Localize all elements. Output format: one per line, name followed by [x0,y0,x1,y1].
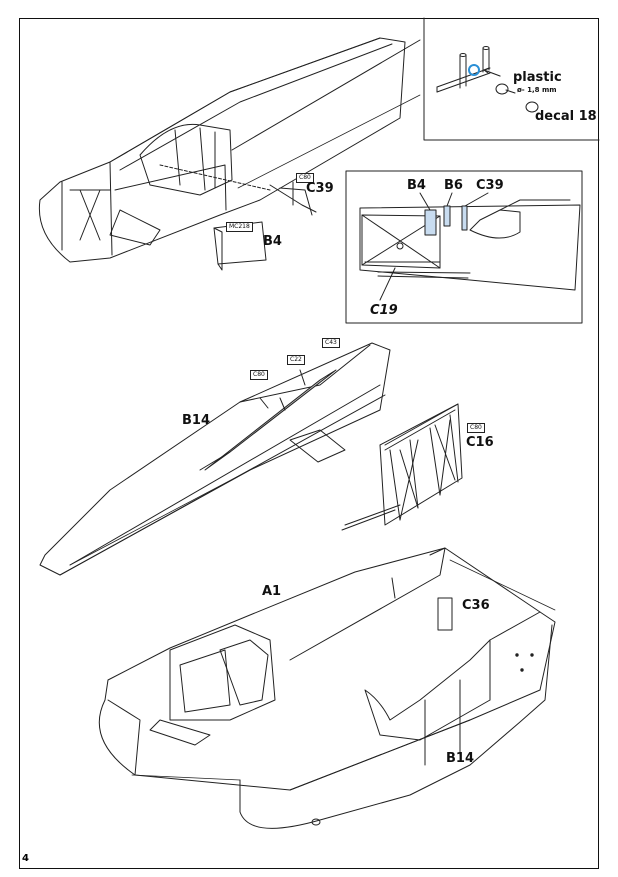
detail-box-border [345,170,583,324]
c16-part-tag: C80 [467,423,485,433]
detail-c19-label: C19 [370,303,398,318]
b4-part-tag: MC218 [226,222,253,232]
detail-c39-label: C39 [476,178,504,193]
page-border [19,18,599,869]
inset-box-border [423,17,600,141]
detail-b6-label: B6 [444,178,463,193]
inset-decal-label: decal 18 [535,109,597,124]
inset-diameter-label: ø- 1,8 mm [517,86,557,94]
c36-label: C36 [462,598,490,613]
c39-label: C39 [306,181,334,196]
b4-label: B4 [263,234,282,249]
c16-label: C16 [466,435,494,450]
step1-fuselage-drawing [38,37,421,271]
inset-pin-drawing [436,46,539,113]
page-number: 4 [22,853,29,864]
assembly-guide-lines [69,94,556,781]
step3-fuselage-drawing [98,547,556,829]
detail-b4-label: B4 [407,178,426,193]
step3-b14-label: B14 [446,751,474,766]
tag-right: C43 [322,338,340,348]
c39-part-tag: C80 [296,173,314,183]
step2-b14-label: B14 [182,413,210,428]
detail-drawing [359,192,581,301]
a1-label: A1 [262,584,282,599]
tag-mid: C22 [287,355,305,365]
step2-fuselage-drawing [39,342,463,576]
tag-left: C80 [250,370,268,380]
inset-plastic-label: plastic [513,70,562,85]
